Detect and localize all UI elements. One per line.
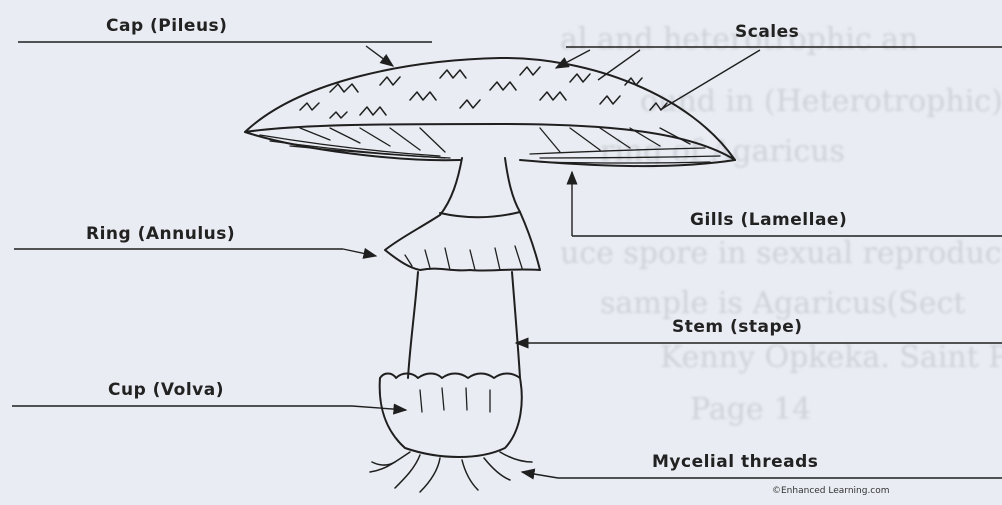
- mycelial-label: Mycelial threads: [652, 452, 818, 472]
- mycelial-arrow: [522, 472, 558, 478]
- volva-cup: [380, 374, 522, 458]
- ring-label: Ring (Annulus): [86, 224, 235, 244]
- mycelial-threads: [370, 452, 532, 492]
- ring-arrow: [343, 249, 376, 256]
- ring-annulus: [385, 212, 540, 271]
- cap-scales: [300, 67, 667, 118]
- cap-label: Cap (Pileus): [106, 16, 227, 36]
- cap-arrow: [366, 46, 393, 66]
- cup-label: Cup (Volva): [108, 380, 224, 400]
- scales-pointer: [598, 50, 640, 80]
- gills-label: Gills (Lamellae): [690, 210, 847, 230]
- scales-pointer: [660, 50, 760, 110]
- upper-stem: [440, 158, 520, 215]
- stem-label: Stem (stape): [672, 317, 803, 337]
- scales-label: Scales: [735, 22, 799, 42]
- lower-stem: [408, 272, 520, 378]
- watermark: ©Enhanced Learning.com: [772, 486, 890, 496]
- cup-arrow: [352, 406, 406, 410]
